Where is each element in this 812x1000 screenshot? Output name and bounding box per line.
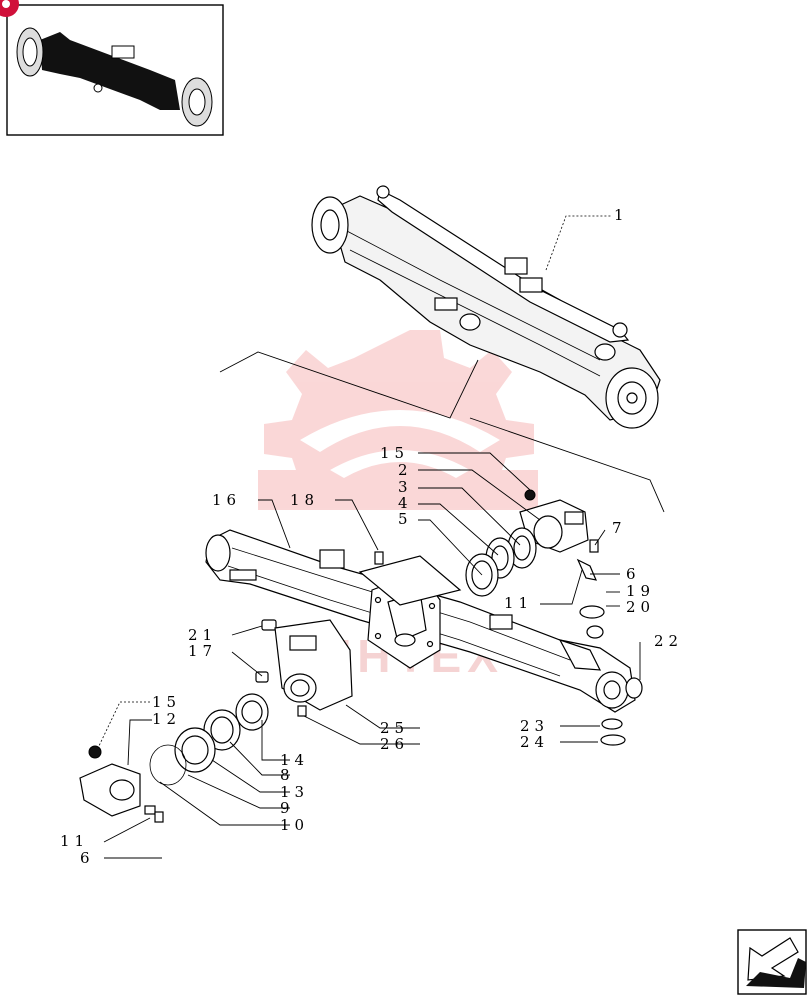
assembled-axle [311, 185, 661, 429]
callout-11-left: 11 [60, 832, 89, 850]
right-support-bracket [519, 489, 589, 553]
callout-13: 13 [280, 783, 309, 801]
callout-20: 20 [626, 598, 655, 616]
callouts: 1 15 2 3 4 5 16 18 7 6 11 19 20 21 17 22… [60, 206, 683, 867]
page-badge [0, 0, 19, 17]
callout-6-left: 6 [80, 849, 95, 867]
left-support-bracket [274, 619, 353, 711]
right-bushing-stack [465, 527, 537, 597]
leader-lines [97, 215, 641, 859]
callout-6-right: 6 [626, 565, 641, 583]
callout-22: 22 [654, 632, 683, 650]
callout-2-top: 2 [398, 461, 413, 479]
left-cap-bracket [79, 745, 164, 823]
next-page-arrow-icon[interactable] [737, 929, 807, 995]
callout-17: 17 [188, 642, 217, 660]
callout-3: 3 [398, 478, 413, 496]
axle-thumbnail-icon [6, 4, 224, 136]
callout-1: 1 [614, 206, 629, 224]
callout-19: 19 [626, 582, 655, 600]
callout-26: 26 [380, 735, 409, 753]
view-link-line-right [469, 417, 665, 513]
callout-4: 4 [398, 494, 413, 512]
right-small-parts [576, 539, 643, 746]
callout-8: 8 [280, 766, 295, 784]
watermark-gear-logo [258, 330, 538, 510]
callout-16: 16 [212, 491, 241, 509]
view-link-line-left [219, 351, 479, 419]
shim-plate [358, 555, 462, 606]
callout-15-left: 15 [152, 693, 181, 711]
callout-11-right: 11 [504, 594, 533, 612]
callout-9: 9 [280, 799, 295, 817]
callout-14: 14 [280, 751, 309, 769]
small-hardware [255, 551, 384, 717]
callout-7: 7 [612, 519, 627, 537]
callout-15-top: 15 [380, 444, 409, 462]
callout-10: 10 [280, 816, 309, 834]
left-bushing-stack [149, 693, 269, 786]
callout-24: 24 [520, 733, 549, 751]
callout-5: 5 [398, 510, 413, 528]
callout-12: 12 [152, 710, 181, 728]
callout-21: 21 [188, 626, 217, 644]
callout-23: 23 [520, 717, 549, 735]
callout-25: 25 [380, 719, 409, 737]
callout-18: 18 [290, 491, 319, 509]
